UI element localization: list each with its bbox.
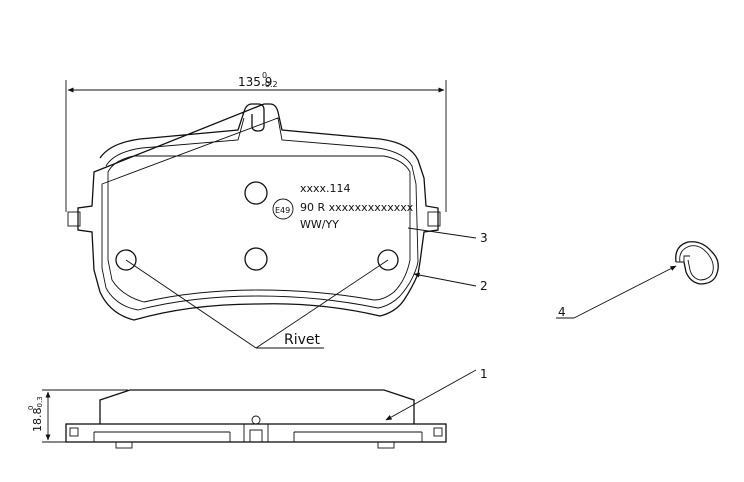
rivet-label: Rivet	[284, 332, 321, 348]
thickness-dimension: 18.8 0 -0.3	[27, 389, 128, 443]
item-1-label: 1	[480, 367, 488, 381]
marking-line-2: 90 R xxxxxxxxxxxxx	[300, 201, 414, 214]
right-lug	[427, 211, 441, 227]
friction-material	[107, 155, 411, 303]
right-rivet	[377, 249, 399, 271]
approval-mark-circle	[272, 198, 294, 220]
width-dimension: 135.9 0 -0.2	[65, 71, 447, 212]
spring-clip	[675, 241, 719, 285]
item-2-label: 2	[480, 279, 488, 293]
width-tol-upper: 0	[262, 71, 267, 80]
item-1-leader	[385, 369, 477, 421]
pad-side-view	[65, 389, 447, 449]
side-clip-stub	[243, 423, 269, 443]
side-friction-block	[99, 389, 415, 424]
item-2-leader	[413, 272, 477, 287]
side-backing-plate	[65, 423, 447, 443]
left-lug	[67, 211, 81, 227]
left-rivet	[115, 249, 137, 271]
marking-line-3: WW/YY	[300, 218, 339, 231]
backing-plate-outline	[77, 103, 439, 321]
thickness-tol-lower: -0.3	[36, 396, 44, 410]
thickness-tol-upper: 0	[27, 406, 35, 410]
marking-line-1: xxxx.114	[300, 182, 351, 195]
backing-plate-inner-outline	[101, 117, 419, 311]
width-tol-lower: -0.2	[262, 80, 278, 89]
lower-hole	[244, 247, 268, 271]
rivet-leader-lines	[125, 259, 389, 349]
upper-hole	[244, 181, 268, 205]
pad-front-view	[67, 103, 441, 321]
approval-mark-text: E49	[275, 206, 290, 215]
item-3-label: 3	[480, 231, 488, 245]
item-4-leader	[573, 265, 677, 319]
item-4-label: 4	[558, 305, 566, 319]
thickness-nominal: 18.8	[31, 408, 44, 433]
width-nominal: 135.9	[238, 75, 272, 89]
item-3-leader	[407, 227, 477, 239]
